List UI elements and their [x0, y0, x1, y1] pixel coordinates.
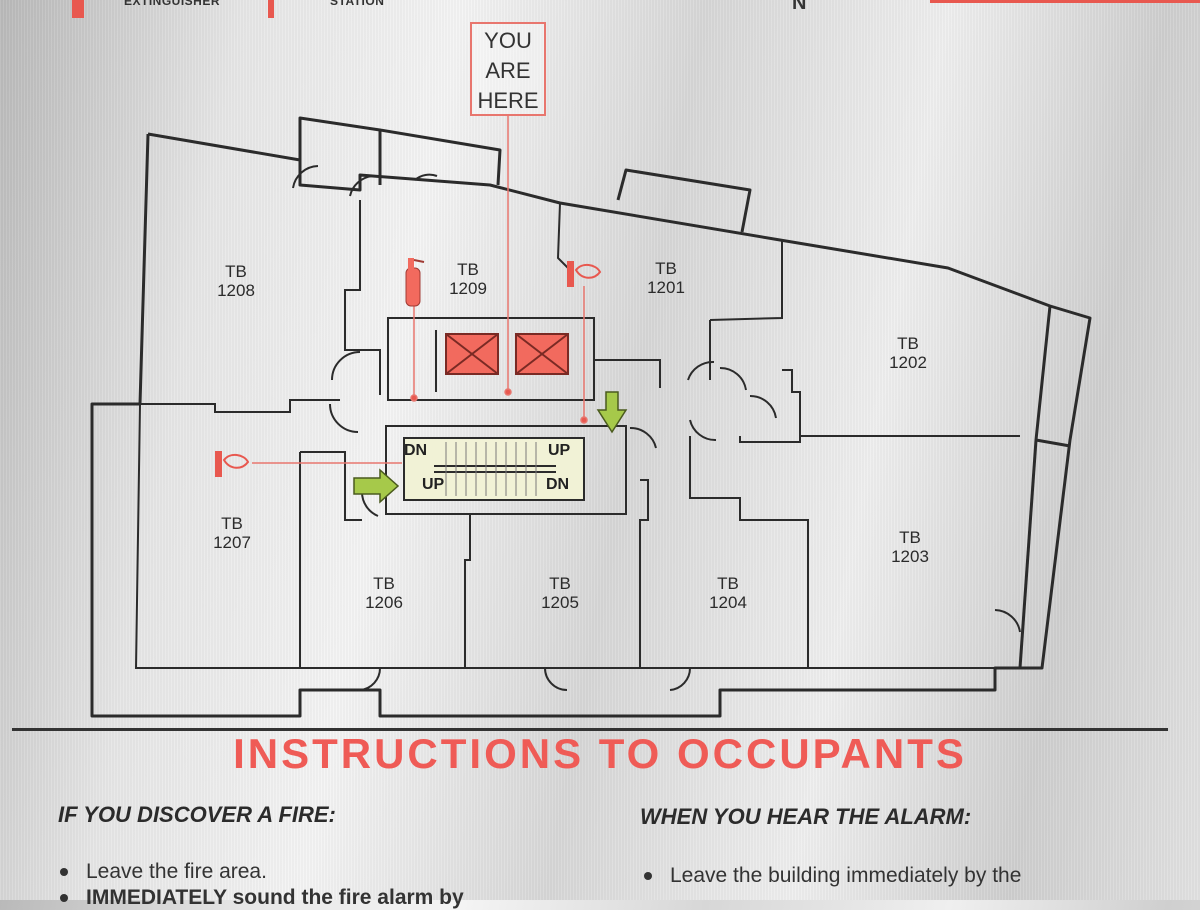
section-divider	[12, 728, 1168, 731]
stairwell-icon	[403, 437, 585, 501]
fire-alarm-pull-station-icon	[215, 261, 602, 477]
fire-extinguisher-icon	[405, 258, 425, 307]
extinguisher-legend-icon	[72, 0, 84, 18]
elevator-icon	[445, 333, 569, 375]
legend-divider	[930, 0, 1200, 3]
here-leader-lines	[252, 116, 588, 464]
stair-label-up-right: UP	[548, 442, 571, 459]
outer-walls	[90, 116, 1092, 718]
left-instruction-item: Leave the fire area.	[60, 860, 267, 884]
legend-station-label: STATION	[330, 0, 385, 8]
door-swings	[292, 165, 1021, 691]
stair-label-dn-left: DN	[404, 442, 428, 459]
right-column-heading: WHEN YOU HEAR THE ALARM:	[640, 804, 972, 829]
bullet-dot	[60, 894, 68, 903]
north-indicator: N	[792, 0, 807, 14]
bullet-dot	[644, 872, 652, 881]
right-instruction-item: Leave the building immediately by the	[644, 864, 1021, 888]
stair-label-dn-right: DN	[546, 476, 570, 493]
pull-station-legend-icon	[268, 0, 274, 18]
stair-label-up-left: UP	[422, 476, 445, 493]
legend-extinguisher-label: EXTINGUISHER	[124, 0, 221, 8]
left-column-heading: IF YOU DISCOVER A FIRE:	[58, 802, 336, 827]
you-are-here-marker: YOU ARE HERE	[470, 22, 546, 116]
interior-walls	[134, 200, 1020, 669]
left-instruction-item: IMMEDIATELY sound the fire alarm by	[60, 886, 464, 910]
instructions-title: INSTRUCTIONS TO OCCUPANTS	[233, 730, 967, 777]
exit-arrow-icon	[353, 391, 628, 504]
bullet-dot	[60, 868, 68, 877]
